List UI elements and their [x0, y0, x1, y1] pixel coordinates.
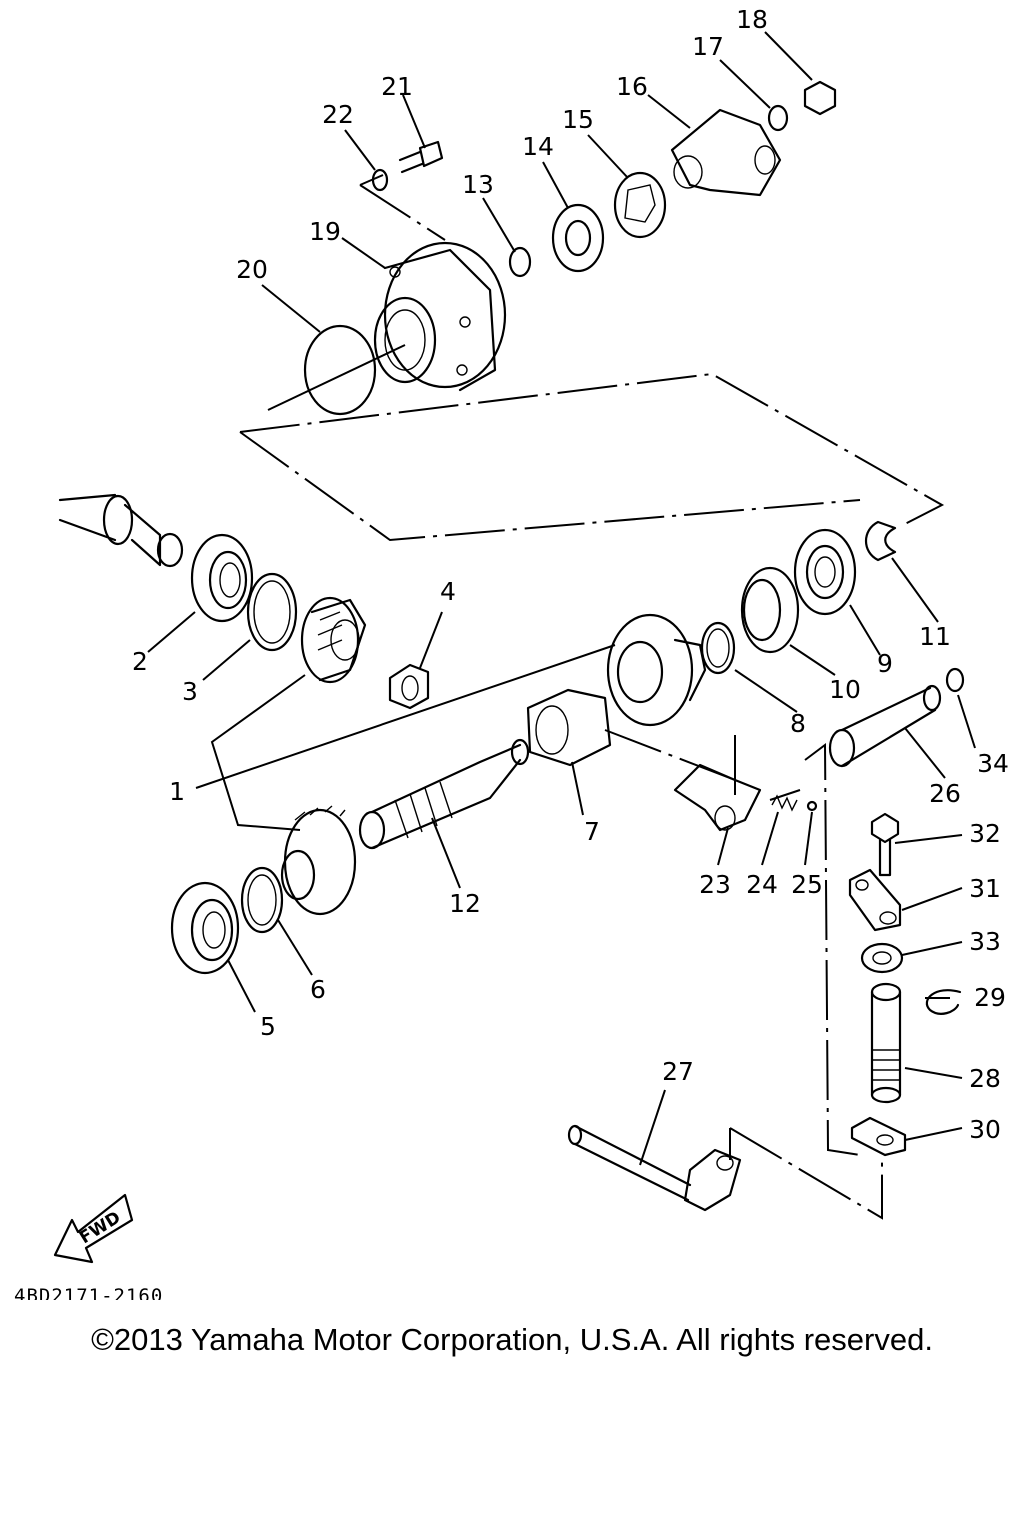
part-ball-25 — [806, 800, 818, 812]
callout-18: 18 — [736, 5, 768, 34]
part-lever-30 — [850, 1116, 907, 1157]
part-shift-fork-23 — [673, 763, 762, 832]
callout-4: 4 — [440, 577, 456, 606]
part-clip-11 — [864, 520, 897, 562]
part-spacer-10 — [740, 566, 800, 654]
callout-20: 20 — [236, 255, 268, 284]
copyright-notice: ©2013 Yamaha Motor Corporation, U.S.A. A… — [91, 1322, 933, 1357]
part-lever-31 — [848, 868, 902, 932]
part-bolt-21 — [398, 140, 444, 174]
part-washer-13 — [508, 246, 532, 278]
part-shift-shaft-28 — [870, 982, 902, 1104]
callout-23: 23 — [699, 870, 731, 899]
callout-14: 14 — [522, 132, 554, 161]
part-bearing-5 — [170, 881, 240, 975]
callout-26: 26 — [929, 779, 961, 808]
part-shaft-12 — [358, 738, 530, 850]
callout-9: 9 — [877, 649, 893, 678]
callout-22: 22 — [322, 100, 354, 129]
callout-5: 5 — [260, 1012, 276, 1041]
part-collar-33 — [860, 942, 904, 974]
part-gear-ring — [606, 613, 707, 727]
fwd-arrow-icon: FWD — [53, 1193, 134, 1264]
callout-6: 6 — [310, 975, 326, 1004]
leader-lines — [147, 31, 976, 1166]
callout-32: 32 — [969, 819, 1001, 848]
part-circlip-29 — [925, 989, 962, 1015]
part-nut-4 — [388, 663, 430, 710]
part-washer-17 — [767, 104, 789, 132]
callout-2: 2 — [132, 647, 148, 676]
callout-34: 34 — [977, 749, 1009, 778]
part-shim-3 — [246, 572, 298, 652]
assembly-guide-lines — [239, 174, 945, 1220]
callout-29: 29 — [974, 983, 1006, 1012]
callout-31: 31 — [969, 874, 1001, 903]
part-seal-15 — [613, 171, 667, 239]
callout-19: 19 — [309, 217, 341, 246]
part-oring-20 — [303, 324, 377, 416]
callout-11: 11 — [919, 622, 951, 651]
part-shaft-26 — [828, 684, 942, 768]
part-oring-34 — [945, 667, 965, 693]
part-bearing-14 — [551, 203, 605, 273]
part-spring-24 — [771, 794, 798, 812]
callout-28: 28 — [969, 1064, 1001, 1093]
part-bolt-32 — [870, 812, 900, 877]
callout-8: 8 — [790, 709, 806, 738]
callout-7: 7 — [584, 817, 600, 846]
part-nut-18 — [803, 80, 837, 116]
callout-27: 27 — [662, 1057, 694, 1086]
callout-24: 24 — [746, 870, 778, 899]
part-clutch-dog-7 — [526, 688, 612, 767]
callout-numbers: 1 2 3 4 5 6 7 8 9 10 11 12 13 14 15 16 1… — [132, 5, 1009, 1144]
part-bearing-9 — [793, 528, 857, 616]
part-housing-19 — [373, 241, 507, 392]
part-washer-22 — [371, 168, 389, 192]
callout-33: 33 — [969, 927, 1001, 956]
part-yoke-16 — [670, 108, 782, 197]
callout-16: 16 — [616, 72, 648, 101]
callout-30: 30 — [969, 1115, 1001, 1144]
callout-13: 13 — [462, 170, 494, 199]
part-gear-drive — [280, 805, 357, 916]
exploded-parts-diagram: 1 2 3 4 5 6 7 8 9 10 11 12 13 14 15 16 1… — [14, 5, 1009, 1300]
part-shim-6 — [240, 866, 284, 934]
callout-15: 15 — [562, 105, 594, 134]
callout-3: 3 — [182, 677, 198, 706]
drawing-code: 4BD2171-2160 — [14, 1285, 163, 1300]
callout-12: 12 — [449, 889, 481, 918]
callout-17: 17 — [692, 32, 724, 61]
callout-21: 21 — [381, 72, 413, 101]
part-shim-8 — [700, 621, 736, 675]
part-gear-1 — [300, 596, 367, 684]
part-output-shaft — [58, 493, 184, 568]
part-bearing-2 — [190, 533, 254, 623]
callout-1: 1 — [169, 777, 185, 806]
part-fork-shaft-27 — [567, 1124, 742, 1212]
callout-10: 10 — [829, 675, 861, 704]
callout-25: 25 — [791, 870, 823, 899]
